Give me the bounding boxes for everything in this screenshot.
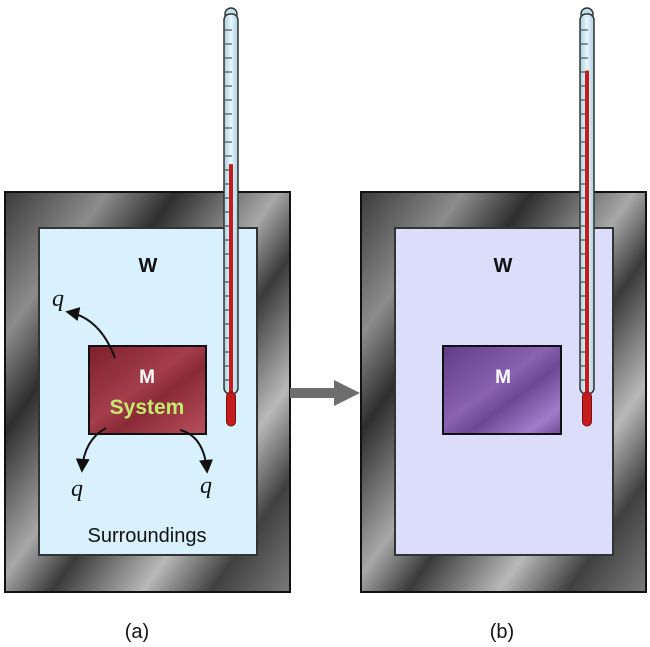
- thermometer-b: [579, 7, 595, 427]
- metal-label-a: M: [139, 367, 155, 388]
- caption-a: (a): [125, 621, 149, 643]
- panel-a: W M System q q q Surroundings (a): [4, 7, 291, 643]
- thermometer-bulb-b: [582, 391, 592, 427]
- caption-b: (b): [490, 621, 514, 643]
- heat-arrow-down-left: [75, 427, 107, 473]
- metal-label-b: M: [495, 367, 511, 388]
- heat-arrow-down-right: [179, 429, 214, 474]
- heat-label-left: q: [71, 476, 83, 502]
- water-label-a: W: [139, 255, 158, 277]
- thermometer-bulb-a: [226, 391, 236, 427]
- surroundings-label: Surroundings: [88, 525, 207, 547]
- heat-label-top: q: [52, 286, 64, 312]
- water-label-b: W: [494, 255, 513, 277]
- system-label: System: [110, 396, 185, 419]
- mercury-column-b: [585, 70, 589, 401]
- metal-block-b: [442, 345, 562, 435]
- heat-label-right: q: [200, 473, 212, 499]
- metal-block-a: [88, 345, 207, 435]
- panel-b: W M (b): [360, 7, 647, 643]
- heat-arrow-up-left: [65, 307, 116, 359]
- mercury-column-a: [229, 164, 233, 400]
- transition-arrow: [290, 380, 360, 406]
- thermometer-a: [223, 7, 239, 427]
